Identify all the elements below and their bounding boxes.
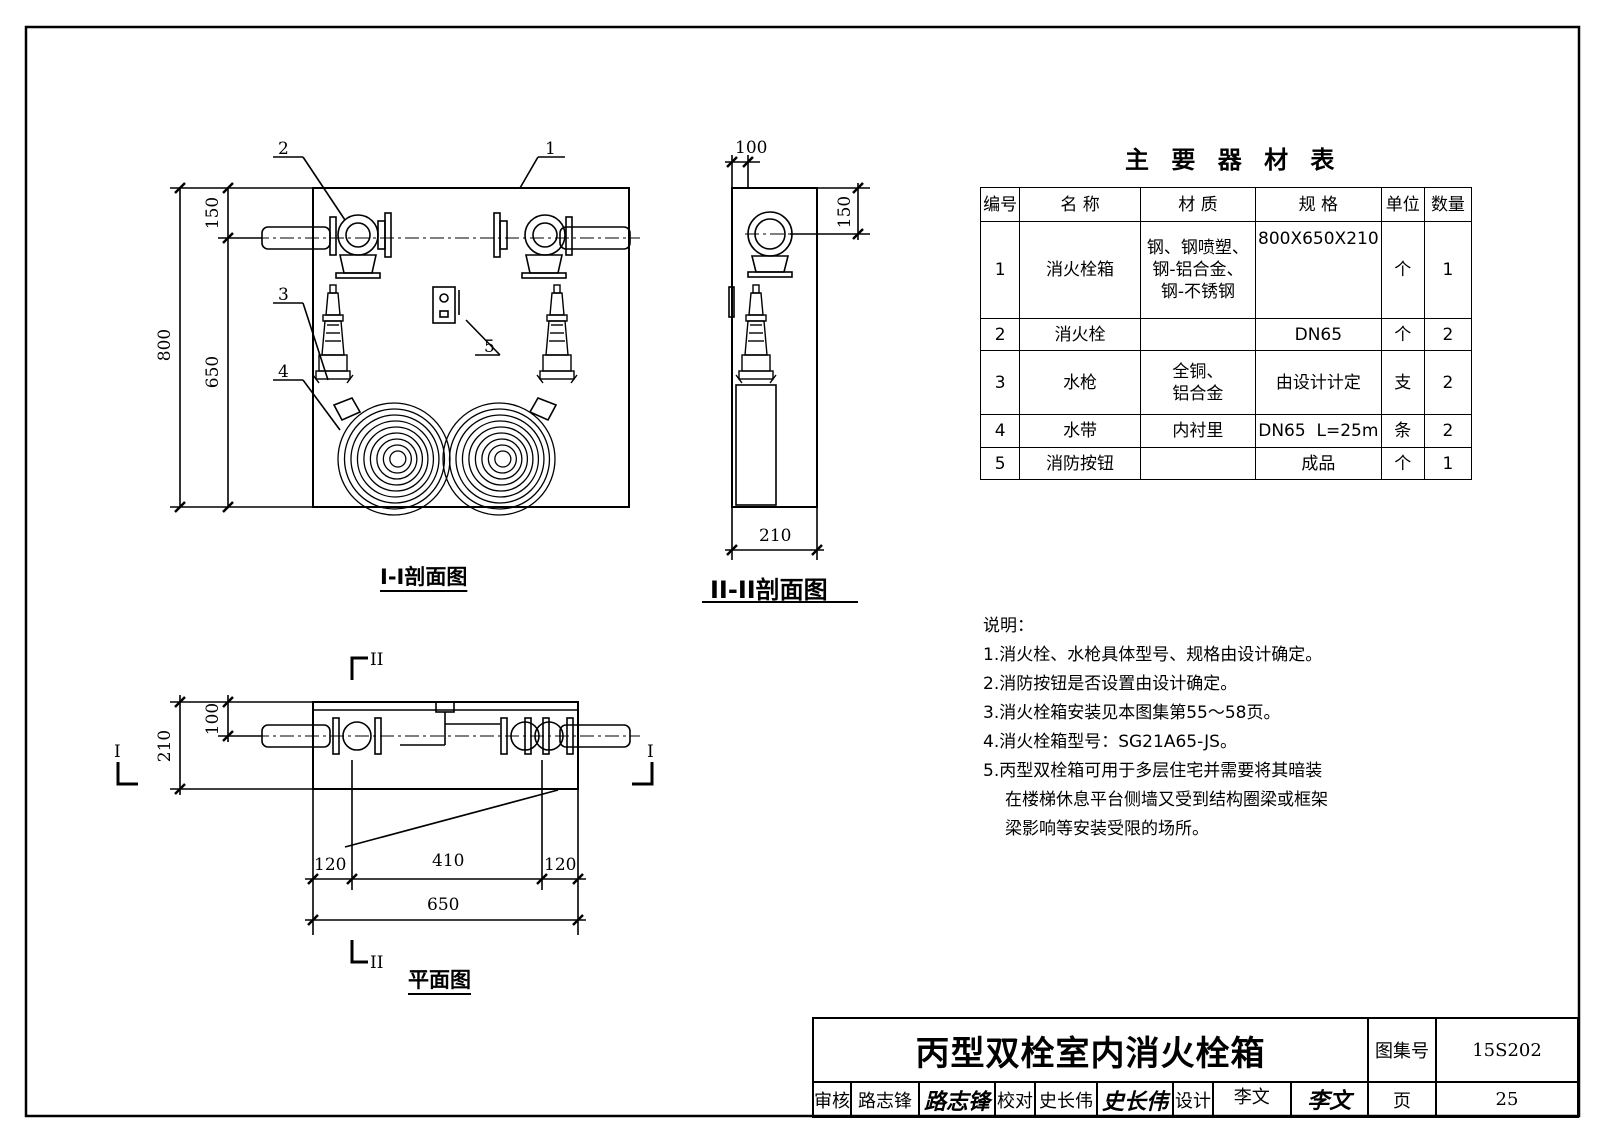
reviewer-name: 路志锋 — [850, 1081, 920, 1118]
checker-signature: 史长伟 — [1096, 1081, 1174, 1118]
hose-coil-ring — [389, 450, 407, 468]
hose-coil-ring — [461, 420, 540, 498]
plan-dim-650: 650 — [427, 895, 459, 915]
note-item: 4.消火栓箱型号：SG21A65-JS。 — [983, 732, 1237, 752]
page-number: 25 — [1435, 1081, 1579, 1118]
atlas-number: 15S202 — [1435, 1017, 1579, 1083]
atlas-label: 图集号 — [1367, 1017, 1437, 1083]
dim-800: 800 — [155, 329, 175, 361]
notes: 说明： 1.消火栓、水枪具体型号、规格由设计确定。 2.消防按钮是否设置由设计确… — [983, 612, 1328, 844]
note-item: 5.丙型双栓箱可用于多层住宅并需要将其暗装 — [983, 761, 1323, 781]
hose-coil-ring — [376, 438, 418, 480]
plan-dim-410: 410 — [432, 851, 464, 871]
col-no: 编号 — [979, 187, 1021, 222]
hose-coil-ring — [343, 408, 446, 510]
materials-title: 主 要 器 材 表 — [1125, 146, 1342, 174]
callout-5: 5 — [484, 337, 495, 357]
hose-coil-ring — [350, 414, 440, 504]
note-item: 2.消防按钮是否设置由设计确定。 — [983, 674, 1238, 694]
hose-coil-ring — [356, 420, 435, 498]
callout-1: 1 — [545, 139, 556, 159]
caption-section-1: I-I剖面图 — [380, 565, 468, 589]
dim-150-side: 150 — [835, 196, 855, 228]
hose-coil-ring — [474, 432, 529, 486]
plan-dim-210: 210 — [155, 730, 175, 762]
section-view-2 — [702, 155, 870, 603]
section-view-1 — [170, 156, 640, 516]
col-material: 材 质 — [1139, 187, 1257, 222]
hose-coil-ring — [481, 438, 523, 480]
callout-3: 3 — [278, 285, 289, 305]
hose-coil-ring — [455, 414, 545, 504]
check-label: 校对 — [994, 1081, 1036, 1118]
col-spec: 规 格 — [1255, 187, 1382, 222]
table-row: 3 水枪 全铜、铝合金 由设计计定 支 2 — [979, 350, 1473, 415]
callout-4: 4 — [278, 362, 289, 382]
drawing-title: 丙型双栓室内消火栓箱 — [812, 1017, 1369, 1083]
dim-100-top: 100 — [735, 138, 767, 158]
page-label: 页 — [1367, 1081, 1437, 1118]
hose-coil-ring — [369, 432, 424, 486]
caption-plan: 平面图 — [408, 968, 471, 992]
dim-650: 650 — [203, 356, 223, 388]
col-qty: 数量 — [1423, 187, 1473, 222]
checker-name: 史长伟 — [1034, 1081, 1098, 1118]
notes-heading: 说明： — [983, 616, 1034, 636]
design-label: 设计 — [1172, 1081, 1214, 1118]
hose-coil-ring — [494, 450, 512, 468]
cut-mark-i-left: I — [114, 742, 121, 762]
plan-dim-120-left: 120 — [314, 855, 346, 875]
title-block: 丙型双栓室内消火栓箱 图集号 15S202 审核 路志锋 路志锋 校对 史长伟 … — [812, 1017, 1579, 1118]
table-row: 5 消防按钮 成品 个 1 — [979, 447, 1473, 480]
note-item: 梁影响等安装受限的场所。 — [1005, 819, 1209, 839]
hose-coil-ring — [363, 426, 429, 492]
note-item: 在楼梯休息平台侧墙又受到结构圈梁或框架 — [1005, 790, 1328, 810]
note-item: 3.消火栓箱安装见本图集第55～58页。 — [983, 703, 1281, 723]
designer-name: 李文 — [1233, 1087, 1270, 1108]
callout-2: 2 — [278, 139, 289, 159]
hose-coil-ring — [468, 426, 534, 492]
col-name: 名 称 — [1019, 187, 1141, 222]
table-row: 2 消火栓 DN65 个 2 — [979, 318, 1473, 351]
table-row: 4 水带 内衬里 DN65 L=25m 条 2 — [979, 414, 1473, 448]
hose-coil-ring — [382, 444, 413, 474]
hose-coil-ring — [448, 408, 551, 510]
table-row: 1 消火栓箱 钢、钢喷塑、钢-铝合金、钢-不锈钢 800X650X210 个 1 — [979, 221, 1473, 319]
plan-view — [116, 656, 654, 964]
cut-mark-ii-bottom: II — [370, 953, 383, 973]
col-unit: 单位 — [1380, 187, 1425, 222]
dim-150: 150 — [203, 197, 223, 229]
note-item: 1.消火栓、水枪具体型号、规格由设计确定。 — [983, 645, 1323, 665]
designer-signature: 李文 — [1289, 1083, 1368, 1116]
caption-section-2: II-II剖面图 — [710, 576, 828, 604]
plan-dim-100: 100 — [203, 703, 223, 735]
plan-dim-120-right: 120 — [544, 855, 576, 875]
review-label: 审核 — [812, 1081, 852, 1118]
hose-coil-ring — [487, 444, 518, 474]
reviewer-signature: 路志锋 — [918, 1081, 996, 1118]
materials-table: 编号 名 称 材 质 规 格 单位 数量 1 消火栓箱 钢、钢喷塑、钢-铝合金、… — [979, 187, 1473, 480]
cut-mark-ii-top: II — [370, 650, 383, 670]
hose-coil-ring — [442, 402, 556, 516]
dim-210-bottom: 210 — [759, 526, 791, 546]
cut-mark-i-right: I — [647, 742, 654, 762]
